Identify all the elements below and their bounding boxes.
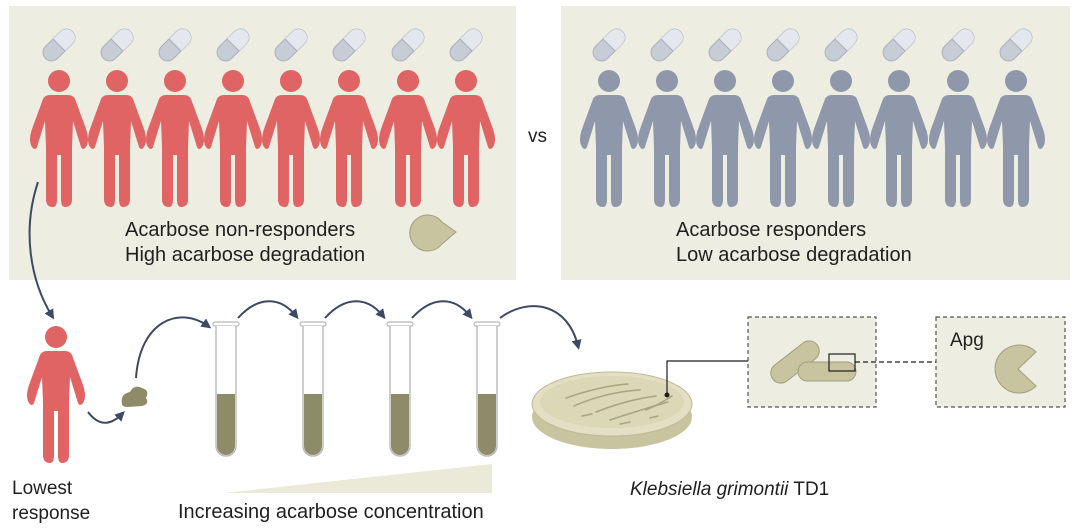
bacteria-cells-icon xyxy=(770,340,857,384)
concentration-gradient-wedge xyxy=(224,464,492,493)
species-name-italic: Klebsiella grimontii xyxy=(630,479,789,500)
vs-label: vs xyxy=(528,126,547,147)
high-degradation-label: High acarbose degradation xyxy=(125,244,366,266)
sample-to-tube-arrow xyxy=(135,316,212,379)
pacman-enzyme-icon xyxy=(409,214,457,252)
strain-name: TD1 xyxy=(788,479,830,500)
non-responders-title: Acarbose non-responders xyxy=(125,219,356,241)
selection-arrow xyxy=(28,181,55,320)
passage-arrow-1 xyxy=(237,300,299,320)
concentration-label: Increasing acarbose concentration xyxy=(178,501,484,523)
apg-enzyme-icon xyxy=(994,344,1037,394)
petri-dish-icon xyxy=(531,371,693,449)
stool-sample-icon xyxy=(121,386,148,407)
responders-title: Acarbose responders xyxy=(676,219,867,241)
pill-icon-row-left xyxy=(39,25,486,65)
lowest-response-label-line1: Lowest xyxy=(12,478,73,499)
lowest-response-label-line2: response xyxy=(12,503,91,524)
culture-tube-2 xyxy=(299,321,327,457)
culture-tube-1 xyxy=(212,321,240,457)
responder-person-icons xyxy=(580,70,1045,207)
low-degradation-label: Low acarbose degradation xyxy=(676,244,912,266)
passage-arrow-3 xyxy=(411,300,473,320)
pill-icon-row-right xyxy=(589,25,1036,65)
culture-tube-4 xyxy=(473,321,501,457)
species-label: Klebsiella grimontii TD1 xyxy=(630,477,829,502)
plate-callout-line xyxy=(666,360,748,395)
passage-arrow-2 xyxy=(324,300,386,320)
apg-label: Apg xyxy=(950,330,984,351)
tube-to-plate-arrow xyxy=(499,305,582,350)
person-to-sample-arrow xyxy=(87,411,125,424)
culture-tube-3 xyxy=(386,321,414,457)
non-responder-person-icons xyxy=(30,70,495,207)
lowest-response-person-icon xyxy=(27,326,85,463)
